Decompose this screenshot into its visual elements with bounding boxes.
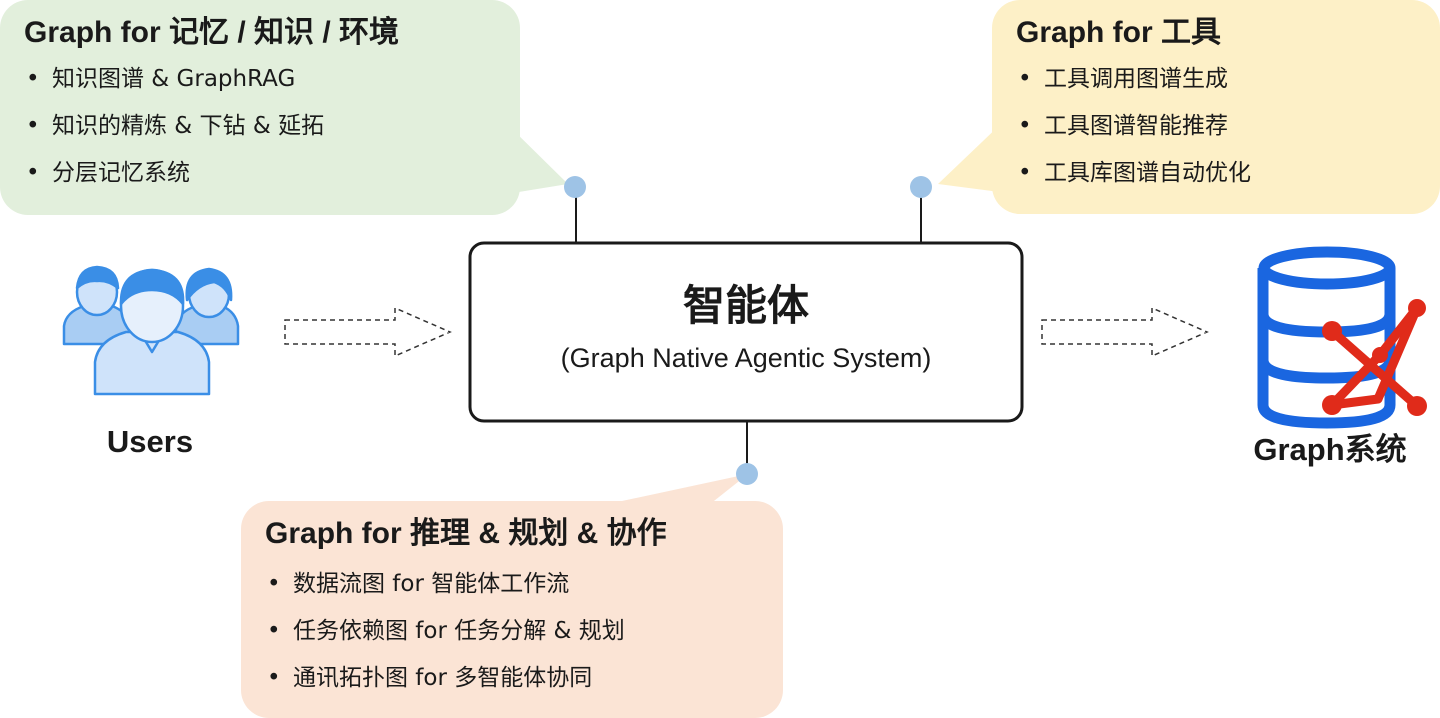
list-item: 工具库图谱自动优化 — [1016, 150, 1416, 197]
callout-memory-list: 知识图谱 & GraphRAG 知识的精炼 & 下钻 & 延拓 分层记忆系统 — [24, 56, 496, 197]
callout-memory: Graph for 记忆 / 知识 / 环境 知识图谱 & GraphRAG 知… — [0, 0, 520, 215]
users-label: Users — [106, 424, 194, 459]
callout-memory-title: Graph for 记忆 / 知识 / 环境 — [24, 16, 400, 49]
list-item: 分层记忆系统 — [24, 150, 496, 197]
graph-database-icon — [1257, 246, 1427, 429]
agent-subtitle: (Graph Native Agentic System) — [560, 343, 932, 373]
list-item: 任务依赖图 for 任务分解 & 规划 — [265, 608, 759, 655]
callout-tools-title: Graph for 工具 — [1016, 16, 1222, 49]
reasoning-connector-dot — [736, 463, 758, 485]
users-to-agent-arrow — [284, 306, 452, 358]
list-item: 工具图谱智能推荐 — [1016, 103, 1416, 150]
callout-reasoning: Graph for 推理 & 规划 & 协作 数据流图 for 智能体工作流 任… — [241, 501, 783, 718]
callout-reasoning-title: Graph for 推理 & 规划 & 协作 — [265, 517, 667, 550]
users-icon — [62, 265, 240, 396]
list-item: 数据流图 for 智能体工作流 — [265, 561, 759, 608]
agent-box — [468, 241, 1024, 423]
graph-system-label: Graph系统 — [1253, 432, 1407, 467]
list-item: 知识的精炼 & 下钻 & 延拓 — [24, 103, 496, 150]
list-item: 工具调用图谱生成 — [1016, 56, 1416, 103]
list-item: 知识图谱 & GraphRAG — [24, 56, 496, 103]
agent-title: 智能体 — [682, 281, 809, 330]
memory-connector-dot — [564, 176, 586, 198]
callout-tools: Graph for 工具 工具调用图谱生成 工具图谱智能推荐 工具库图谱自动优化 — [992, 0, 1440, 214]
callout-reasoning-list: 数据流图 for 智能体工作流 任务依赖图 for 任务分解 & 规划 通讯拓扑… — [265, 561, 759, 702]
callout-tools-list: 工具调用图谱生成 工具图谱智能推荐 工具库图谱自动优化 — [1016, 56, 1416, 197]
list-item: 通讯拓扑图 for 多智能体协同 — [265, 655, 759, 702]
tools-connector-dot — [910, 176, 932, 198]
agent-to-graph-arrow — [1041, 306, 1209, 358]
